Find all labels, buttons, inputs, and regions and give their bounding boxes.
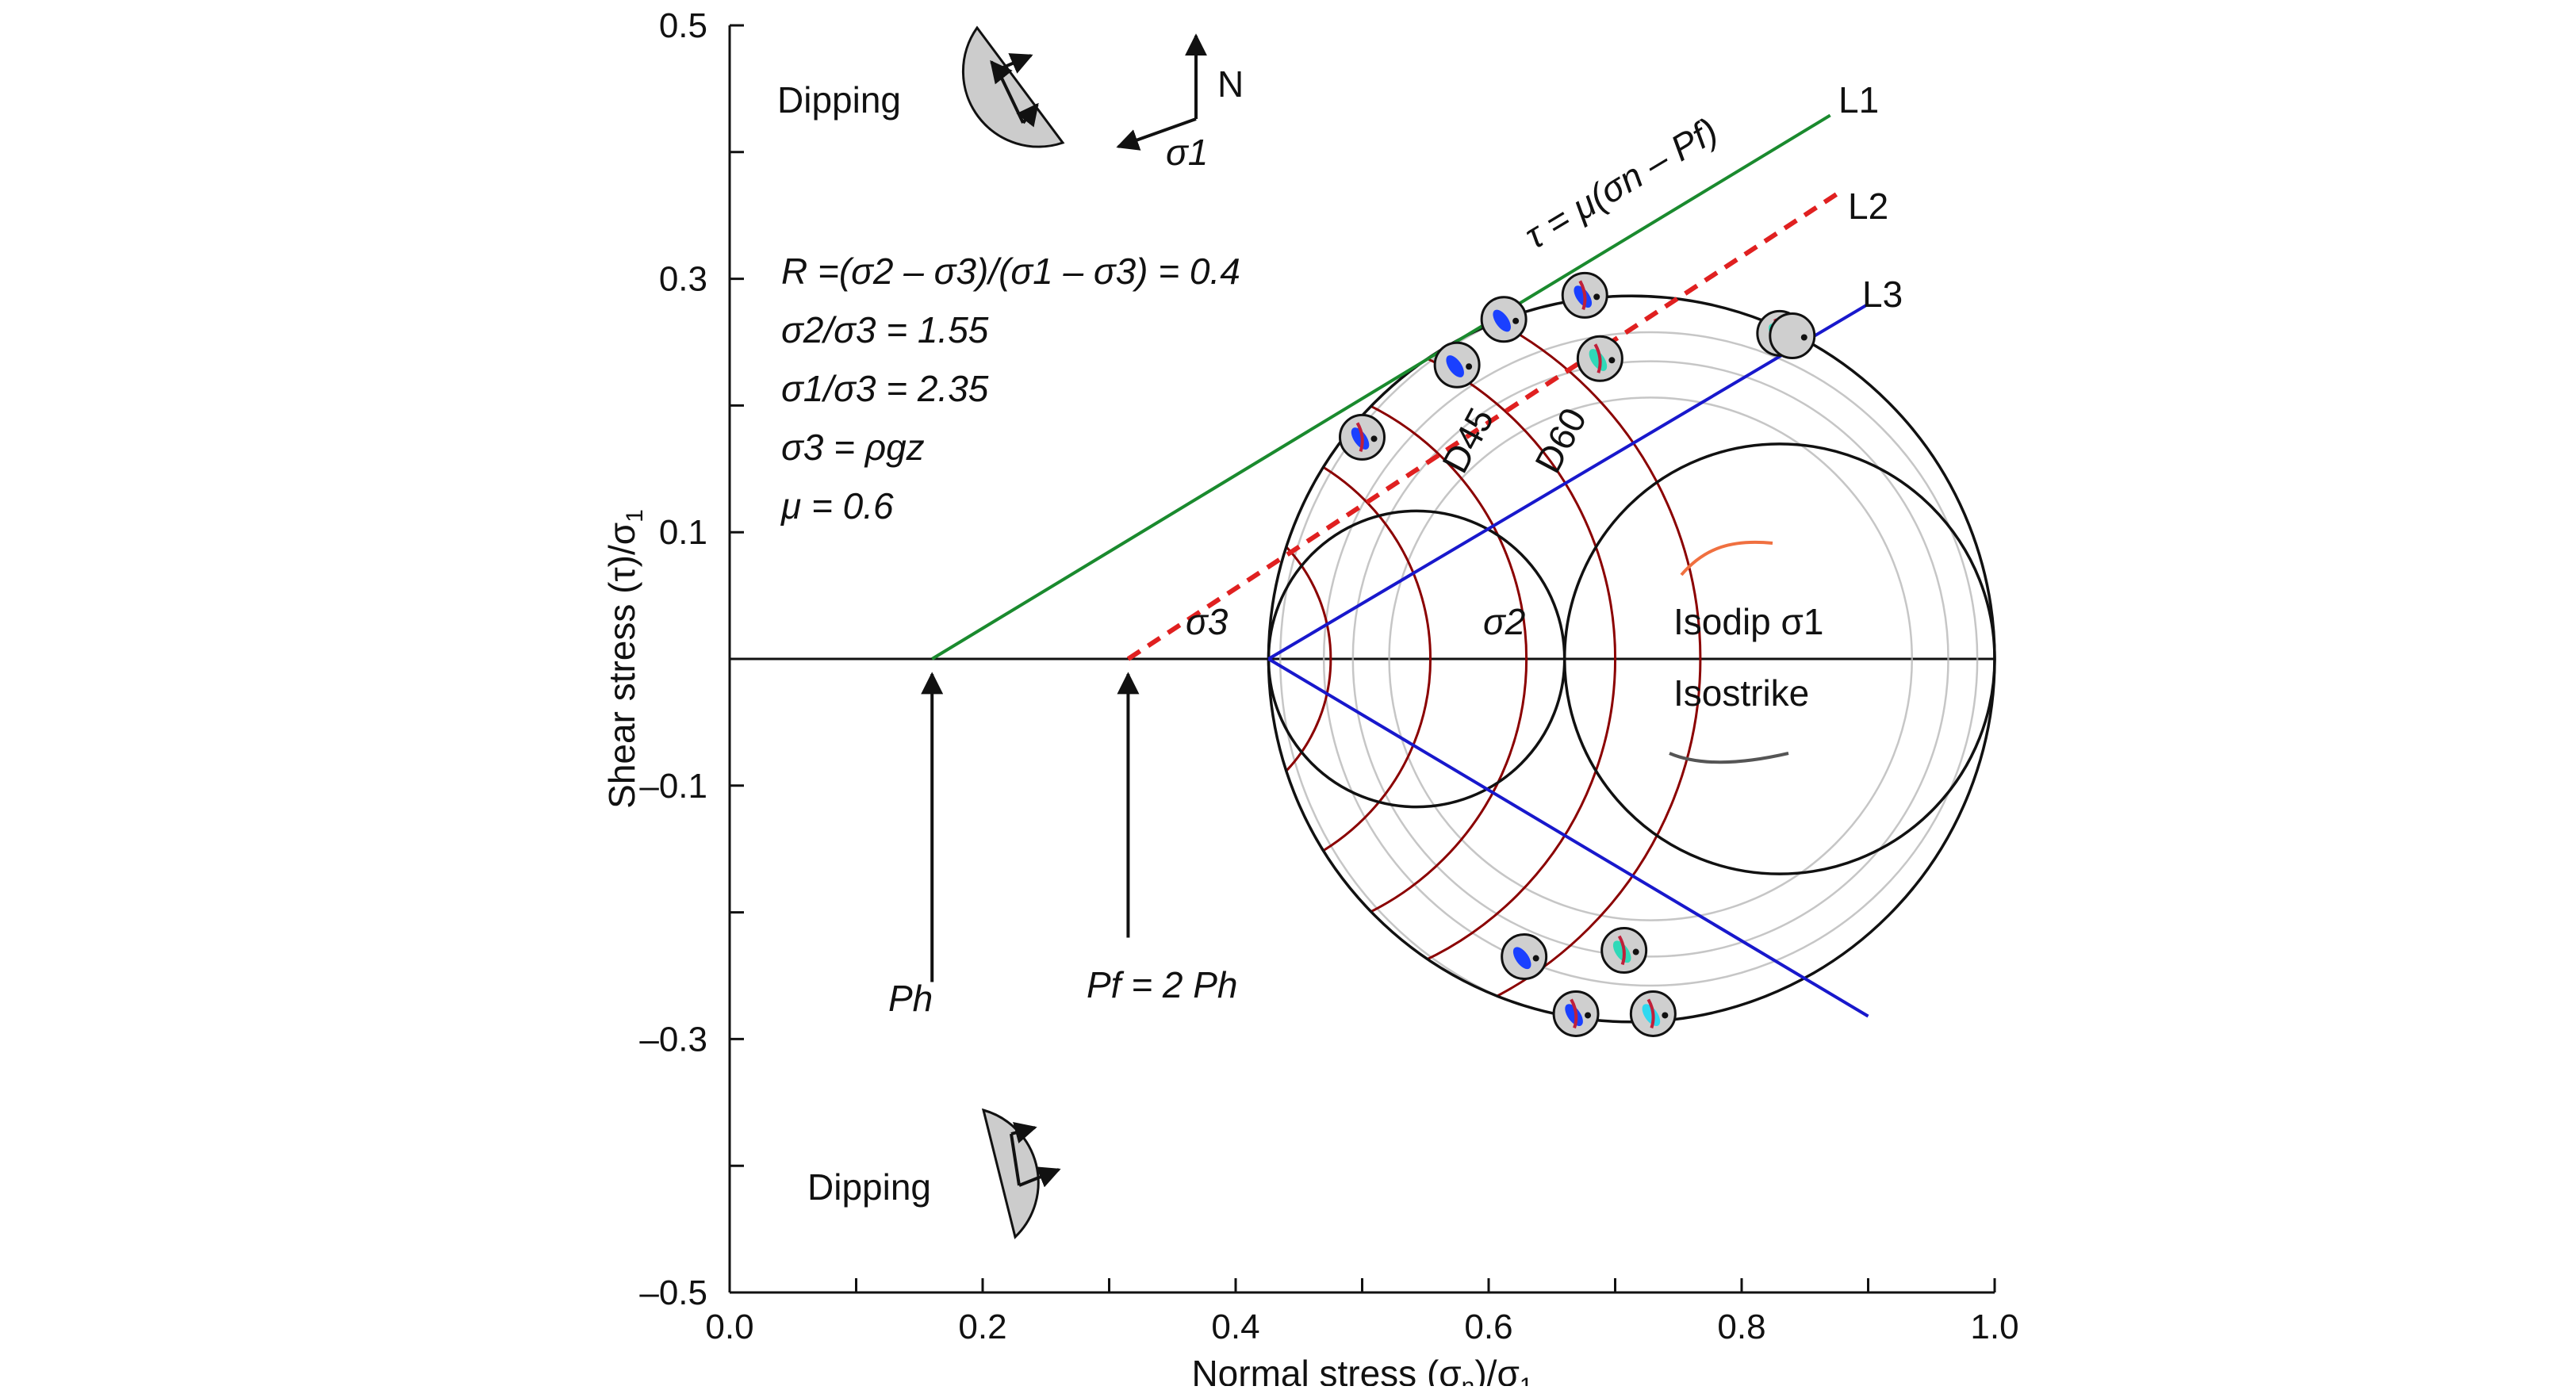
isostrike-label: Isostrike (1673, 672, 1809, 714)
dipping-bottom-icon (981, 1108, 1059, 1239)
stereonet-sigma1-dot (1532, 955, 1539, 962)
sigma1-arrow-label: σ1 (1166, 132, 1208, 173)
isostrike-line (1388, 396, 1914, 921)
stereonet-marker (1629, 990, 1677, 1037)
stereonet-marker (1561, 271, 1608, 319)
failure-line-L3 (1267, 302, 1869, 661)
compass-icon (1116, 33, 1207, 151)
stereonet-pole-cluster (1612, 940, 1631, 963)
stereonet-great-circle (1617, 935, 1626, 966)
x-axis-title: Normal stress (σn)/σ1 (1191, 1353, 1532, 1386)
x-tick-label: 0.8 (1717, 1308, 1765, 1346)
failure-line-L1 (931, 113, 1831, 661)
y-tick-label: 0.3 (659, 260, 707, 299)
stereonet-great-circle (1593, 343, 1602, 373)
x-tick-label: 0.2 (958, 1308, 1006, 1346)
stereonet-great-circle (1355, 422, 1364, 452)
dipping-top-icon (961, 25, 1065, 148)
isostrike-line (1278, 296, 1995, 1022)
isostrike-legend-swatch (1669, 752, 1789, 764)
stereonet-sigma1-dot (1608, 357, 1616, 364)
stereonet-disk (1769, 312, 1816, 360)
isodip-label: Isodip σ1 (1673, 601, 1824, 642)
stereonet-marker (1339, 413, 1386, 461)
north-label: N (1217, 63, 1244, 105)
Ph-label: Ph (888, 978, 933, 1019)
isodip-line (1268, 432, 1432, 886)
x-tick-label: 0.6 (1464, 1308, 1512, 1346)
stereonet-marker (1501, 933, 1548, 981)
stereonet-pole-cluster (1589, 349, 1608, 371)
stereonet-pole-cluster (1565, 1004, 1583, 1027)
dipping-bottom-label: Dipping (807, 1166, 931, 1208)
parameter-R: R =(σ2 – σ3)/(σ1 – σ3) = 0.4 (781, 251, 1240, 292)
parameter-sigma3: σ3 = ρgz (781, 427, 925, 468)
stereonet-sigma1-dot (1800, 334, 1807, 341)
stereonet-great-circle (1646, 998, 1655, 1029)
stereonet-sigma1-dot (1662, 1012, 1669, 1019)
mohr-circle-sigma1-sigma2 (1562, 442, 1996, 875)
isodip-line (1268, 374, 1528, 944)
parameter-sigma2-ratio: σ2/σ3 = 1.55 (781, 309, 989, 350)
stereonet-sigma1-dot (1585, 1012, 1592, 1019)
stereonet-pole-cluster (1512, 947, 1531, 970)
stereonet-pole-cluster (1574, 285, 1593, 308)
stereonet-marker (1769, 312, 1816, 360)
stereonet-marker (1480, 296, 1528, 343)
stereonet-sigma1-dot (1512, 317, 1520, 324)
stereonet-sigma1-dot (1593, 293, 1600, 301)
y-tick-label: –0.5 (639, 1273, 707, 1312)
line-label-L2: L2 (1848, 186, 1888, 227)
isostrike-line (1322, 331, 1979, 987)
isodip-D45-label: D45 (1434, 401, 1502, 480)
stereonet-sigma1-dot (1370, 435, 1378, 442)
x-tick-label: 0.0 (705, 1308, 753, 1346)
stereonet-pole-cluster (1351, 427, 1370, 450)
parameter-sigma1-ratio: σ1/σ3 = 2.35 (781, 368, 989, 409)
y-tick-label: –0.3 (639, 1020, 707, 1059)
parameter-block: R =(σ2 – σ3)/(σ1 – σ3) = 0.4 σ2/σ3 = 1.5… (780, 251, 1240, 527)
stereonet-marker (1600, 927, 1648, 975)
isodip-line (1268, 296, 1702, 1022)
isodip-line (1268, 494, 1332, 824)
line-label-L3: L3 (1862, 274, 1903, 315)
stereonet-sigma1-dot (1632, 948, 1639, 955)
stereonet-great-circle (1578, 280, 1587, 311)
y-tick-label: 0.1 (659, 513, 707, 552)
x-tick-label: 0.4 (1211, 1308, 1259, 1346)
y-axis-title: Shear stress (τ)/σ1 (601, 509, 648, 809)
stereonet-markers (1339, 271, 1816, 1037)
failure-line-L3-mirror (1267, 657, 1869, 1018)
y-tick-label: –0.1 (639, 767, 707, 806)
Pf-label: Pf = 2 Ph (1087, 964, 1238, 1005)
sigma2-label: σ2 (1483, 601, 1525, 642)
line-label-L1: L1 (1838, 79, 1879, 121)
stereonet-marker (1576, 335, 1623, 382)
isodip-legend-swatch (1680, 540, 1773, 576)
isodip-D60-label: D60 (1527, 401, 1595, 480)
stereonet-sigma1-dot (1466, 363, 1473, 370)
friction-law-label: τ = μ(σn – Pf) (1517, 109, 1724, 256)
x-tick-label: 1.0 (1970, 1308, 2018, 1346)
stereonet-great-circle (1570, 998, 1578, 1029)
parameter-mu: μ = 0.6 (780, 485, 894, 527)
y-tick-label: 0.5 (659, 6, 707, 45)
stereonet-pole-cluster (1493, 309, 1511, 332)
stereonet-marker (1433, 341, 1481, 389)
dipping-top-label: Dipping (777, 79, 901, 121)
stereonet-pole-cluster (1642, 1004, 1661, 1027)
failure-lines (931, 113, 1869, 1018)
diagram-labels: L1 L2 L3 τ = μ(σn – Pf) σ3 σ2 Isodip σ1 … (777, 63, 1903, 1208)
pressure-arrows (921, 672, 1140, 982)
stereonet-pole-cluster (1446, 355, 1464, 377)
stereonet-marker (1552, 990, 1600, 1037)
isostrike-line (1351, 360, 1949, 958)
sigma3-label: σ3 (1186, 601, 1229, 642)
